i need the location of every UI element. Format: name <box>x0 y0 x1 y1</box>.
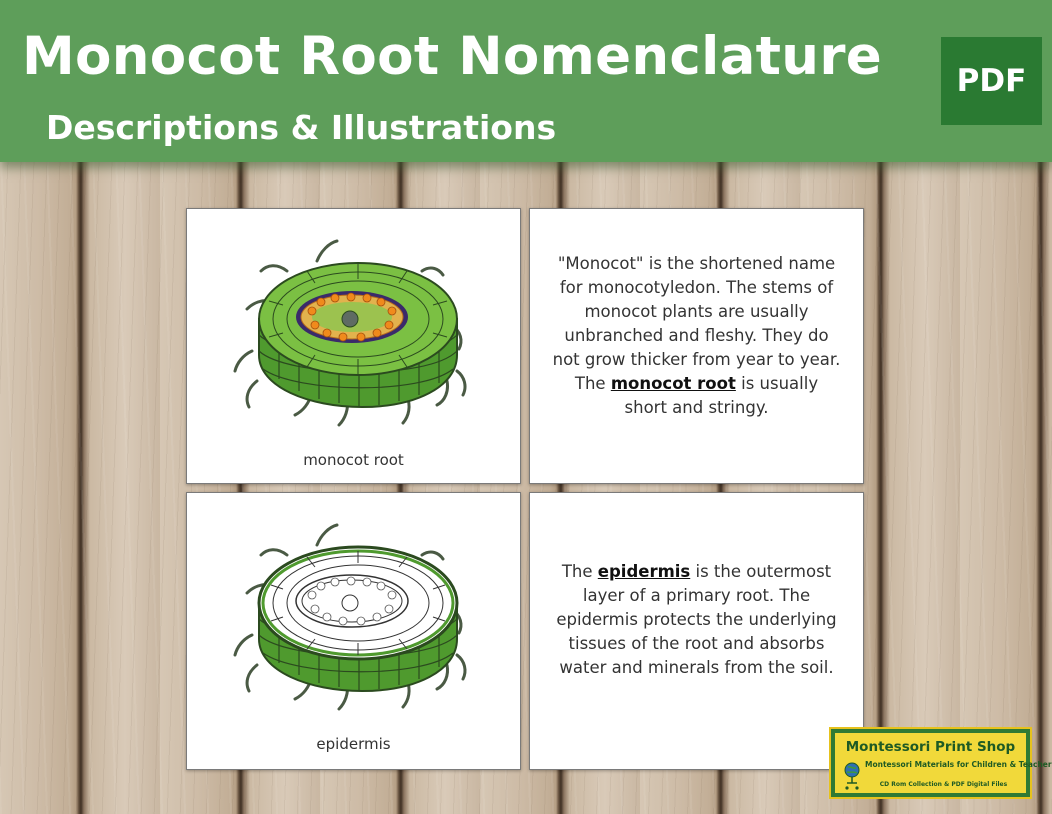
logo-footer: CD Rom Collection & PDF Digital Files <box>879 781 1008 788</box>
epidermis-description-part2: is the outermost layer of a primary root… <box>556 562 837 677</box>
monocot-description-part1: "Monocot" is the shortened name for mono… <box>552 254 841 393</box>
logo-tagline: Montessori Materials for Children & Teac… <box>865 760 1052 769</box>
pdf-badge: PDF <box>941 37 1042 125</box>
globe-icon <box>844 762 860 790</box>
montessori-print-shop-logo: Montessori Print Shop Montessori Materia… <box>829 727 1052 799</box>
card-epidermis-description: The epidermis is the outermost layer of … <box>529 492 864 770</box>
monocot-root-illustration <box>233 239 467 427</box>
card-epidermis-picture: epidermis <box>186 492 521 770</box>
epidermis-illustration <box>233 523 467 711</box>
term-monocot-root: monocot root <box>610 374 736 393</box>
monocot-description-text: "Monocot" is the shortened name for mono… <box>552 252 841 420</box>
card-label-epidermis: epidermis <box>316 735 391 753</box>
card-monocot-root-picture: monocot root <box>186 208 521 484</box>
card-label-monocot-root: monocot root <box>303 451 404 469</box>
monocot-description-part2: is usually short and stringy. <box>624 374 819 417</box>
page-title: Monocot Root Nomenclature <box>22 26 883 87</box>
term-epidermis: epidermis <box>597 562 691 581</box>
logo-title: Montessori Print Shop <box>845 739 1016 755</box>
page-subtitle: Descriptions & Illustrations <box>46 108 557 147</box>
epidermis-description-part1: The <box>561 562 598 581</box>
card-monocot-description: "Monocot" is the shortened name for mono… <box>529 208 864 484</box>
header-banner: Monocot Root Nomenclature Descriptions &… <box>0 0 1052 162</box>
epidermis-description-text: The epidermis is the outermost layer of … <box>552 560 841 680</box>
